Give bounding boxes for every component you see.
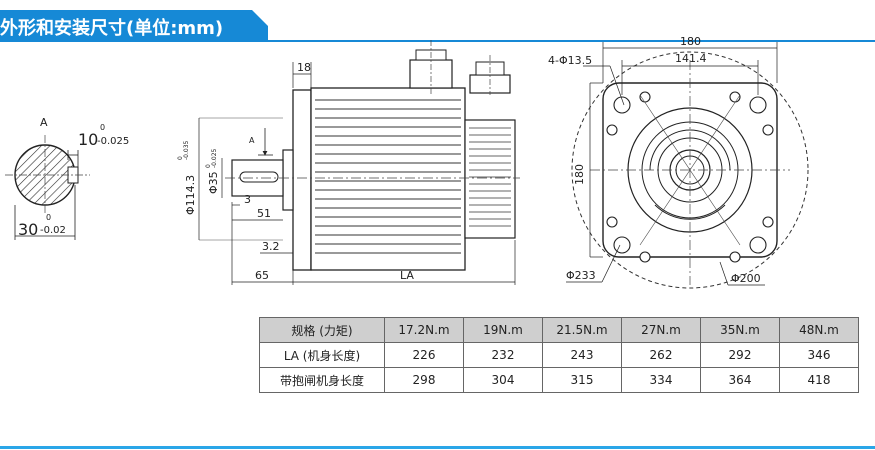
- section-mark: A: [249, 136, 255, 145]
- svg-text:0: 0: [205, 164, 212, 168]
- key-width-dim: 10: [78, 130, 98, 149]
- svg-text:0: 0: [177, 156, 184, 160]
- table-header-cell: 规格 (力矩): [259, 317, 385, 343]
- key-length-dim: 51: [257, 207, 271, 220]
- body-length-dim: LA: [400, 269, 414, 282]
- outer-diameter-dim: Φ233: [566, 269, 596, 282]
- header-divider: [0, 40, 875, 42]
- page-title: 外形和安装尺寸(单位:mm): [0, 18, 224, 39]
- table-cell: 243: [542, 342, 622, 368]
- mounting-hole: [613, 96, 631, 114]
- mounting-hole: [729, 251, 741, 263]
- mounting-hole: [639, 251, 651, 263]
- table-cell: 346: [779, 342, 859, 368]
- table-row: LA (机身长度) 226 232 243 262 292 346: [259, 342, 859, 368]
- footer-divider: [0, 446, 875, 449]
- svg-text:0: 0: [100, 123, 105, 132]
- mounting-hole: [606, 124, 618, 136]
- pilot-diameter-dim: Φ114.3: [184, 175, 197, 215]
- motor-side-view: [198, 40, 520, 285]
- mounting-hole: [762, 124, 774, 136]
- motor-front-view: [566, 42, 809, 289]
- svg-text:-0.025: -0.025: [97, 136, 129, 147]
- table-cell: 315: [542, 367, 622, 393]
- flange-width-dim: 180: [680, 35, 701, 48]
- svg-text:-0.025: -0.025: [211, 148, 218, 168]
- svg-text:-0.035: -0.035: [183, 140, 190, 160]
- table-cell: 364: [700, 367, 780, 393]
- bolt-circle-dim: Φ200: [731, 272, 761, 285]
- svg-text:-0.02: -0.02: [40, 225, 66, 236]
- row-label: 带抱闸机身长度: [259, 367, 385, 393]
- svg-text:0: 0: [46, 213, 51, 222]
- table-header-cell: 35N.m: [700, 317, 780, 343]
- header-tab: [0, 10, 268, 42]
- table-cell: 232: [463, 342, 543, 368]
- table-cell: 226: [384, 342, 464, 368]
- table-header-row: 规格 (力矩) 17.2N.m 19N.m 21.5N.m 27N.m 35N.…: [259, 317, 859, 343]
- mounting-hole: [762, 216, 774, 228]
- shaft-diameter-dim: Φ35: [207, 171, 220, 194]
- flange-thickness-dim: 18: [297, 61, 311, 74]
- table-cell: 298: [384, 367, 464, 393]
- spec-table: 规格 (力矩) 17.2N.m 19N.m 21.5N.m 27N.m 35N.…: [259, 317, 859, 393]
- table-cell: 418: [779, 367, 859, 393]
- table-header-cell: 17.2N.m: [384, 317, 464, 343]
- row-label: LA (机身长度): [259, 342, 385, 368]
- mounting-hole: [749, 96, 767, 114]
- section-label-a: A: [40, 116, 48, 129]
- table-header-cell: 19N.m: [463, 317, 543, 343]
- shaft-height-dim: 30: [18, 220, 38, 239]
- mounting-hole: [749, 236, 767, 254]
- table-cell: 292: [700, 342, 780, 368]
- mounting-holes-dim: 4-Φ13.5: [548, 54, 592, 67]
- mounting-hole: [613, 236, 631, 254]
- flange-step-dim: 3.2: [262, 240, 280, 253]
- table-header-cell: 27N.m: [621, 317, 701, 343]
- shaft-section-view: A: [5, 116, 90, 240]
- table-cell: 262: [621, 342, 701, 368]
- table-cell: 334: [621, 367, 701, 393]
- table-cell: 304: [463, 367, 543, 393]
- mounting-hole: [606, 216, 618, 228]
- shaft-length-dim: 65: [255, 269, 269, 282]
- table-header-cell: 48N.m: [779, 317, 859, 343]
- flange-height-dim: 180: [573, 164, 586, 185]
- hole-spacing-dim: 141.4: [675, 52, 707, 65]
- table-header-cell: 21.5N.m: [542, 317, 622, 343]
- table-row: 带抱闸机身长度 298 304 315 334 364 418: [259, 367, 859, 393]
- key-offset-dim: 3: [244, 193, 251, 206]
- dimension-drawing: A 10 0 -0.025 30 0 -0.02: [5, 35, 809, 289]
